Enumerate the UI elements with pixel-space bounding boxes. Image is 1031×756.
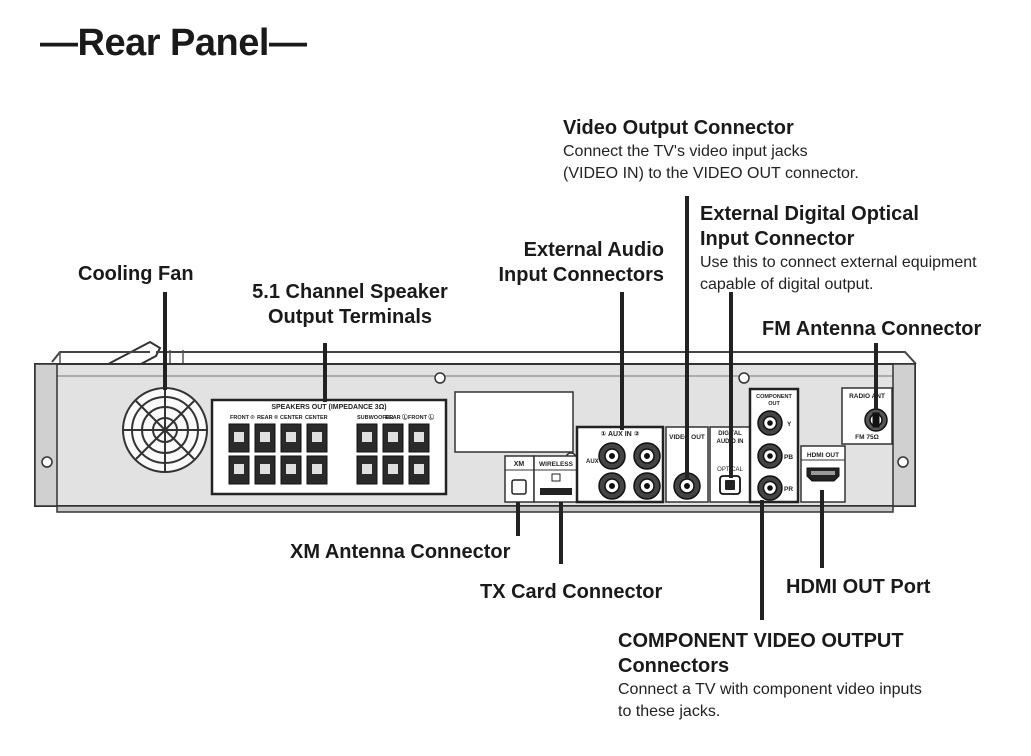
aux-text: AUX	[586, 459, 599, 465]
blank-plate	[454, 391, 574, 453]
xm-antenna-label: XM Antenna Connector	[290, 541, 511, 563]
page-title: —Rear Panel—	[40, 22, 307, 64]
video-out-jack	[673, 472, 701, 500]
optical-desc-line2: capable of digital output.	[700, 276, 874, 293]
external-audio-label-line1: External Audio	[523, 239, 664, 261]
y-text: Y	[787, 421, 792, 428]
optical-callout: External Digital Optical Input Connector…	[700, 202, 977, 296]
hdmi-out-label: HDMI OUT Port	[786, 576, 931, 598]
rear-l-text: REAR Ⓛ	[385, 413, 408, 421]
center2-text: CENTER	[305, 415, 328, 421]
optical-label-line1: External Digital Optical	[700, 203, 919, 225]
radio-ant-text: RADIO ANT	[849, 393, 885, 400]
center1-text: CENTER	[280, 415, 303, 421]
rear-r-text: REAR ®	[257, 414, 278, 421]
aux-in-text: ① AUX IN ②	[600, 431, 639, 438]
tx-card-label: TX Card Connector	[480, 581, 663, 603]
cooling-fan-label: Cooling Fan	[78, 263, 194, 285]
fm-antenna-jack	[864, 408, 888, 432]
video-output-desc-line2: (VIDEO IN) to the VIDEO OUT connector.	[563, 165, 859, 182]
fm-antenna-label: FM Antenna Connector	[762, 318, 982, 340]
xm-text: XM	[514, 461, 525, 468]
fm-75-text: FM 75Ω	[855, 434, 879, 441]
speaker-terminal-block	[210, 398, 448, 496]
component-out-text: OUT	[768, 401, 780, 407]
optical-label-line2: Input Connector	[700, 228, 855, 250]
chassis-top-rim	[51, 351, 917, 365]
speaker-terminals-label-line2: Output Terminals	[267, 306, 433, 328]
optical-desc-line1: Use this to connect external equipment	[700, 254, 977, 271]
component-jacks	[757, 410, 783, 501]
subwoofer-text: SUBWOOFER	[357, 415, 393, 421]
front-r-text: FRONT ®	[230, 414, 255, 421]
pr-text: PR	[784, 486, 793, 493]
pb-text: PB	[784, 454, 793, 461]
video-output-desc-line1: Connect the TV's video input jacks	[563, 143, 808, 160]
hdmi-out-text: HDMI OUT	[807, 452, 839, 459]
speakers-out-text: SPEAKERS OUT (IMPEDANCE 3Ω)	[271, 404, 386, 411]
video-output-callout: Video Output Connector Connect the TV's …	[563, 116, 859, 185]
speaker-terminals-label-line1: 5.1 Channel Speaker	[252, 281, 448, 303]
video-output-label: Video Output Connector	[563, 117, 794, 139]
front-l-text: FRONT Ⓛ	[408, 413, 434, 421]
cooling-fan	[122, 387, 208, 473]
chassis-bottom-lip	[56, 505, 894, 513]
component-desc-line2: to these jacks.	[618, 703, 721, 720]
external-audio-label-line2: Input Connectors	[498, 264, 664, 286]
leader-lines	[163, 196, 878, 620]
component-label-line2: Connectors	[618, 655, 730, 677]
component-label-line1: COMPONENT VIDEO OUTPUT	[618, 630, 904, 652]
wireless-text: WIRELESS	[539, 461, 574, 468]
speaker-terminals-label: 5.1 Channel Speaker Output Terminals	[230, 280, 470, 330]
component-desc-line1: Connect a TV with component video inputs	[618, 681, 922, 698]
component-text: COMPONENT	[756, 394, 792, 400]
aux-rca-jacks	[598, 442, 661, 500]
component-callout: COMPONENT VIDEO OUTPUT Connectors Connec…	[618, 629, 922, 723]
external-audio-label: External Audio Input Connectors	[440, 238, 664, 288]
